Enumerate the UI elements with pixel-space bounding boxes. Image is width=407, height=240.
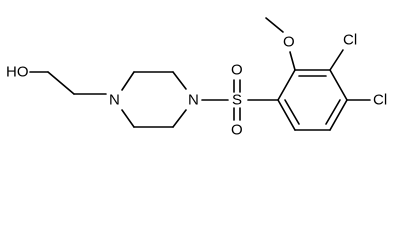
structure-canvas: HO N N S O O O Cl Cl (6, 17, 387, 139)
methoxy-o-label: O (283, 34, 295, 51)
bond-ring-cl3 (329, 49, 344, 71)
bond-o-methyl (265, 17, 284, 33)
bond-ring-c1-c2 (277, 69, 296, 101)
bond-pip-c6-n1 (121, 109, 135, 128)
sulfonyl-o-top-label: O (231, 62, 243, 79)
bond-ring-o-methoxy (289, 51, 296, 71)
bond-pip-n4-c5 (172, 109, 187, 128)
piperazine-n1-label: N (109, 92, 120, 109)
bond-ring-inner-c4-c5 (325, 99, 341, 125)
bond-pip-c3-n4 (172, 71, 187, 90)
bond-pip-n1-c2 (121, 71, 135, 91)
bond-ch2-ch2 (47, 71, 75, 95)
chloro-4-label: Cl (373, 92, 387, 109)
sulfur-label: S (232, 92, 242, 109)
chloro-3-label: Cl (343, 32, 357, 49)
bond-ring-c6-c1 (277, 99, 296, 131)
bond-ring-c3-c4 (329, 69, 348, 101)
molecule-diagram: HO N N S O O O Cl Cl (6, 17, 387, 139)
bond-ring-inner-c6-c1 (284, 99, 300, 125)
sulfonyl-o-bottom-label: O (231, 122, 243, 139)
hydroxyl-label: HO (6, 64, 29, 81)
piperazine-n4-label: N (188, 92, 199, 109)
bond-ring-c4-c5 (329, 99, 348, 131)
